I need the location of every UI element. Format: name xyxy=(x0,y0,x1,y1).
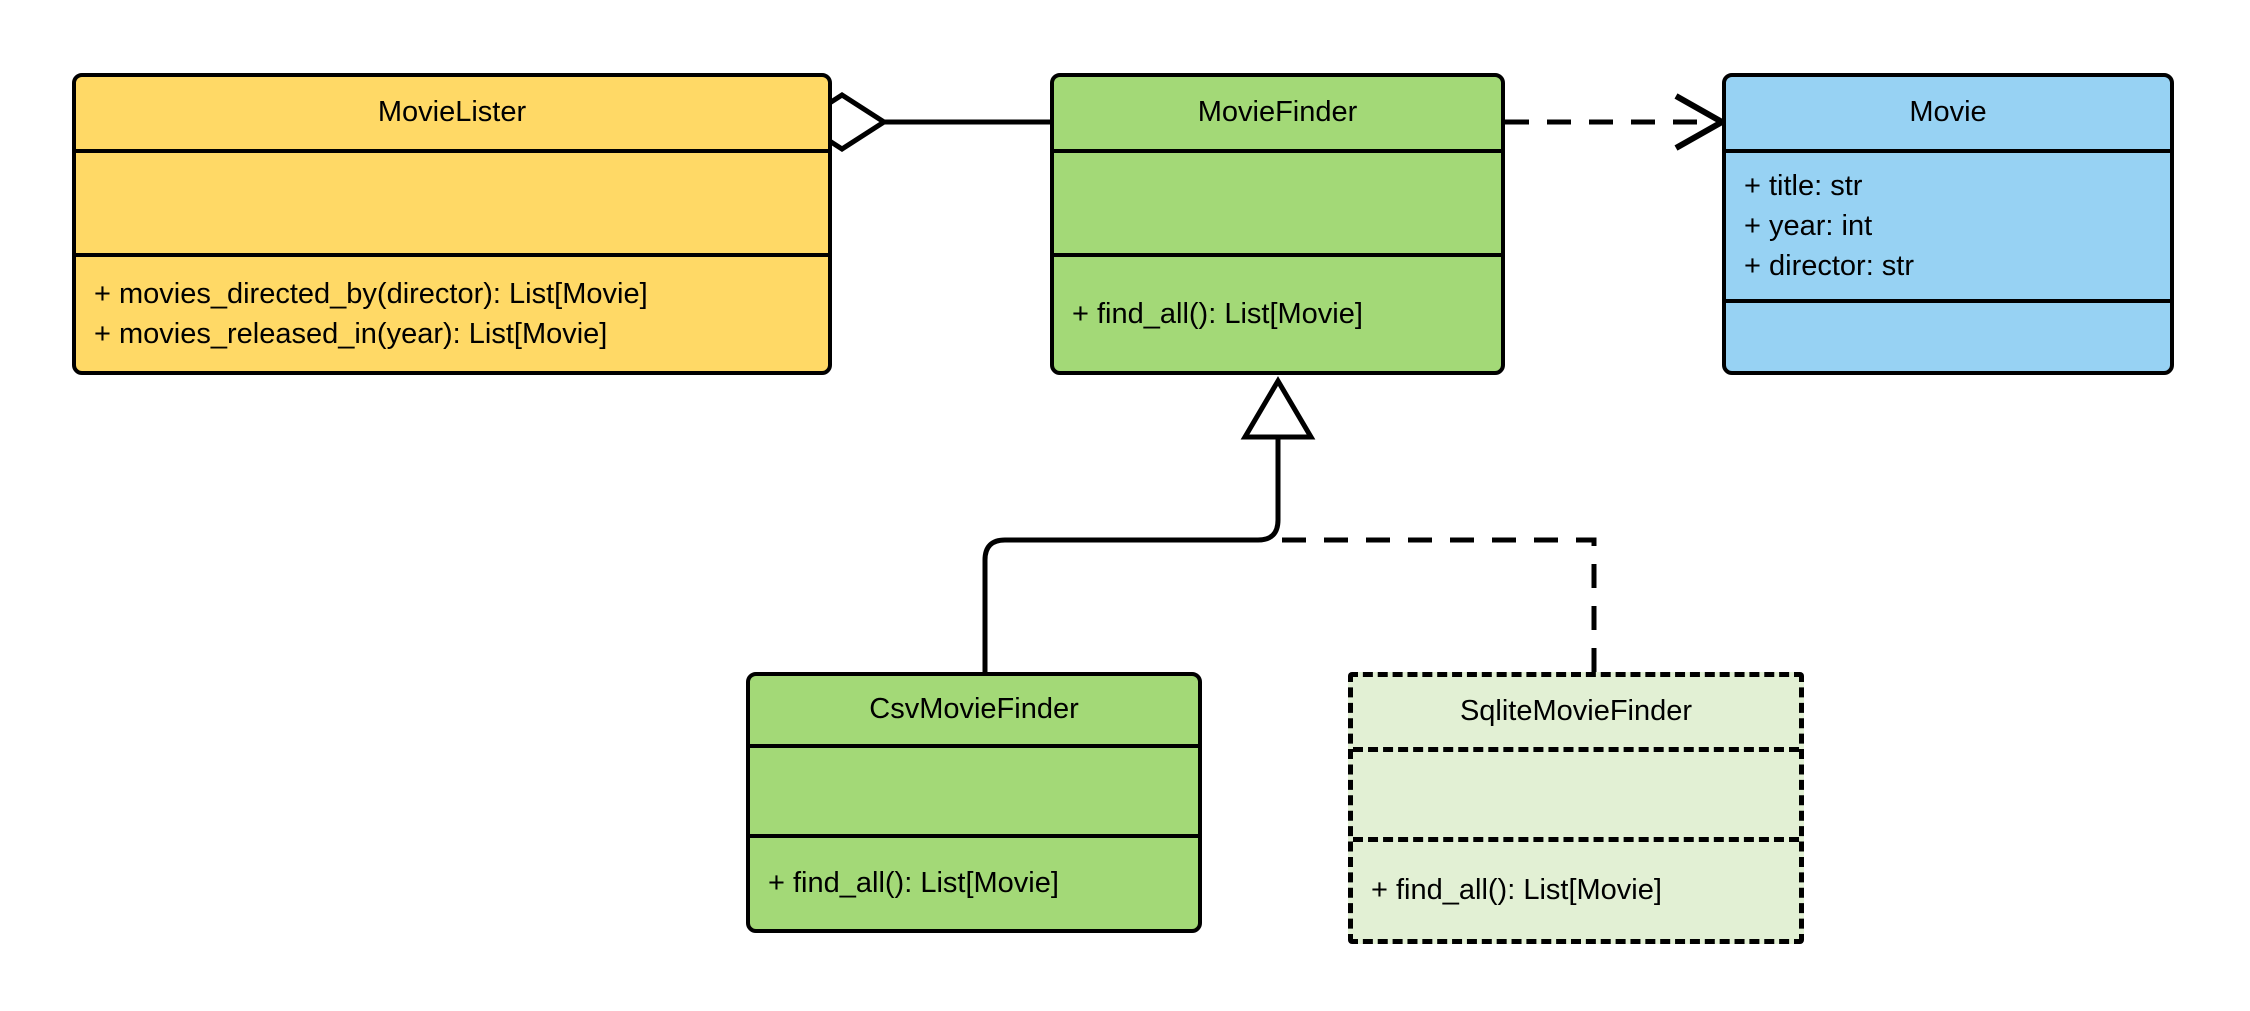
class-attributes-compartment xyxy=(1353,747,1799,837)
method-item: + movies_directed_by(director): List[Mov… xyxy=(94,277,648,310)
attribute-item: + title: str xyxy=(1744,169,1863,202)
class-methods-compartment: + find_all(): List[Movie] xyxy=(1054,253,1501,371)
relationship-dependency-finder-movie xyxy=(1505,93,1729,151)
class-name-compartment: MovieLister xyxy=(76,77,828,149)
class-attributes-compartment xyxy=(750,744,1198,834)
method-item: + find_all(): List[Movie] xyxy=(1371,874,1662,907)
class-name-compartment: Movie xyxy=(1726,77,2170,149)
hollow-triangle-marker xyxy=(1240,376,1316,440)
class-attributes-compartment: + title: str + year: int + director: str xyxy=(1726,149,2170,299)
class-attributes-compartment xyxy=(76,149,828,253)
class-title: MovieFinder xyxy=(1197,96,1358,129)
class-methods-compartment: + find_all(): List[Movie] xyxy=(1353,837,1799,939)
class-box-movie[interactable]: Movie + title: str + year: int + directo… xyxy=(1722,73,2174,375)
class-name-compartment: MovieFinder xyxy=(1054,77,1501,149)
generalization-line-csv xyxy=(982,417,1281,672)
open-arrow-marker xyxy=(1674,93,1729,151)
class-box-csv-movie-finder[interactable]: CsvMovieFinder + find_all(): List[Movie] xyxy=(746,672,1202,933)
class-box-movie-lister[interactable]: MovieLister + movies_directed_by(directo… xyxy=(72,73,832,375)
class-box-movie-finder[interactable]: MovieFinder + find_all(): List[Movie] xyxy=(1050,73,1505,375)
class-title: Movie xyxy=(1909,96,1987,129)
class-attributes-compartment xyxy=(1054,149,1501,253)
class-methods-compartment xyxy=(1726,299,2170,371)
class-methods-compartment: + movies_directed_by(director): List[Mov… xyxy=(76,253,828,371)
method-item: + find_all(): List[Movie] xyxy=(768,867,1059,900)
relationship-generalization-csv-finder xyxy=(982,376,1316,672)
relationship-generalization-sqlite-finder xyxy=(1278,537,1597,672)
attribute-item: + year: int xyxy=(1744,209,1873,242)
class-box-sqlite-movie-finder[interactable]: SqliteMovieFinder + find_all(): List[Mov… xyxy=(1348,672,1804,944)
generalization-line-sqlite xyxy=(1278,537,1597,672)
class-title: SqliteMovieFinder xyxy=(1459,695,1693,728)
class-title: CsvMovieFinder xyxy=(869,693,1079,726)
class-methods-compartment: + find_all(): List[Movie] xyxy=(750,834,1198,929)
class-name-compartment: CsvMovieFinder xyxy=(750,676,1198,744)
class-name-compartment: SqliteMovieFinder xyxy=(1353,677,1799,747)
relationship-aggregation-lister-finder xyxy=(795,92,1050,152)
method-item: + find_all(): List[Movie] xyxy=(1072,297,1363,330)
attribute-item: + director: str xyxy=(1744,250,1915,282)
class-title: MovieLister xyxy=(377,96,527,129)
method-item: + movies_released_in(year): List[Movie] xyxy=(94,318,608,350)
